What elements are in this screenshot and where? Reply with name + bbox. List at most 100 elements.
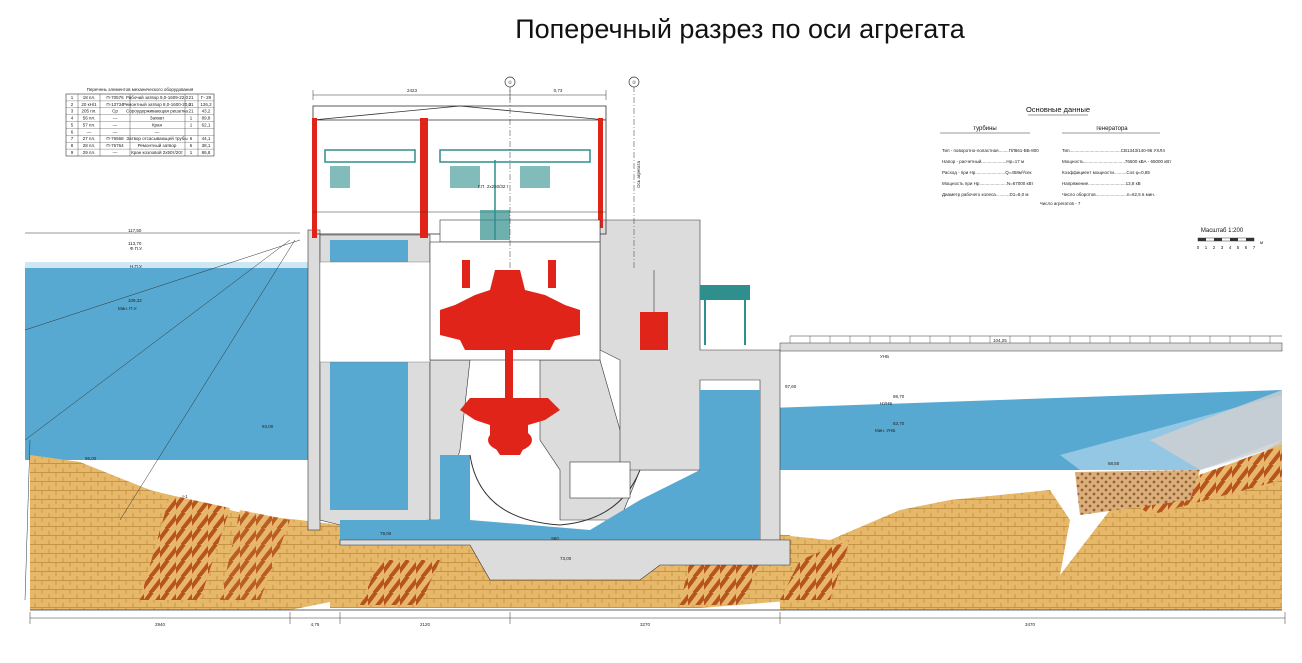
table-cell: 89,8 — [202, 116, 211, 121]
table-cell: 18 пл. — [83, 95, 96, 100]
elevation-mark: 104,25 — [993, 338, 1007, 343]
water-level-labels: Ф.П.У. Н.П.У. Мин. П.У. УНБ НУНБ Мин. УН… — [118, 161, 895, 433]
dimension-value: 3470 — [1025, 622, 1036, 627]
generator-spec-row: Коэффициент мощности..........Cos φ=0,85 — [1062, 170, 1150, 175]
scale-tick-label: 4 — [1229, 245, 1232, 250]
table-cell: 27 пл. — [83, 136, 96, 141]
generator-heading: генератора — [1096, 126, 1128, 132]
scale-tick-label: 0 — [1197, 245, 1200, 250]
table-cell: Кран — [152, 122, 163, 127]
elevation-mark: 79,00 — [380, 531, 392, 536]
table-cell: Затвор отсасывающей трубы — [126, 135, 187, 141]
elevation-marks: 117,50 113,70 109,32 93,00 95,00 97,60 9… — [85, 228, 1120, 561]
table-cell: 1 — [190, 150, 193, 155]
table-cell: 205 пл. — [81, 109, 96, 114]
table-cell: 44,1 — [202, 136, 211, 141]
draft-tube — [469, 454, 641, 526]
elevation-mark: 95,00 — [85, 456, 97, 461]
table-cell: 6 — [190, 143, 193, 148]
table-cell: 6 — [71, 129, 74, 134]
table-cell: 20 кН/1 — [81, 102, 97, 107]
elevation-mark: 73,00 — [560, 556, 572, 561]
scale-tick-label: 3 — [1221, 245, 1224, 250]
table-cell: П-70576 — [106, 95, 124, 100]
table-cell: 21 — [188, 102, 194, 107]
label-upstream-flood: Ф.П.У. — [130, 246, 143, 251]
dimension-value: 3270 — [640, 622, 651, 627]
tailrace-deck — [779, 335, 1283, 352]
table-cell: 28 пл. — [83, 143, 96, 148]
axis-label-1: ① — [508, 80, 513, 85]
elevation-mark: 93,00 — [262, 424, 274, 429]
table-cell: Захват — [150, 116, 164, 121]
turbine-spec-row: Мощность при Нр......................N=6… — [942, 181, 1033, 186]
upstream-water — [25, 262, 308, 460]
table-cell: 5 — [71, 122, 74, 127]
table-cell: Г- 29 — [201, 95, 212, 100]
dimension-value: 960 — [551, 536, 559, 541]
main-data-heading: Основные данные — [1026, 105, 1090, 114]
table-cell: Ср — [112, 109, 118, 114]
table-cell: 21 — [188, 95, 194, 100]
table-cell: 1 — [190, 116, 193, 121]
elevation-mark: 83,70 — [893, 421, 905, 426]
table-cell: 38,1 — [202, 143, 211, 148]
dimension-value: 2940 — [155, 622, 166, 627]
table-cell: 62,1 — [202, 122, 211, 127]
table-cell: 2 — [71, 102, 74, 107]
axis-label-2: ② — [632, 80, 637, 85]
elevation-mark: 98,70 — [893, 394, 905, 399]
label-axis-unit: Ось агрегата — [636, 161, 641, 188]
generator-spec-row: Тип.....................................… — [1062, 148, 1165, 153]
page-title: Поперечный разрез по оси агрегата — [515, 14, 965, 44]
table-cell: 56 пл. — [83, 116, 96, 121]
dimension-value: 0,73 — [554, 88, 563, 93]
generator-spec-row: Напряжение..............................… — [1062, 181, 1141, 186]
label-downstream-min: Мин. УНБ — [875, 428, 895, 433]
label-crane: Г.П. 2х250/32 т — [478, 184, 509, 189]
generator-spec-row: Число оборотов.........................n… — [1062, 192, 1155, 197]
elevation-mark: 97,60 — [785, 384, 797, 389]
dimension-values: 2423 0,73 2940 2120 3270 3470 4,75 960 I… — [155, 88, 1036, 627]
scale-tick-label: 5 — [1237, 245, 1240, 250]
turbine-spec-row: Расход - при Нр........................Q… — [942, 170, 1032, 175]
turbine-spec-row: Диаметр рабочего колеса...........D1=8,0… — [942, 192, 1029, 197]
generator-turbine-unit[interactable] — [440, 260, 668, 455]
table-cell: 6 — [190, 136, 193, 141]
overhead-crane — [324, 149, 750, 345]
table-cell: 57 пл. — [83, 122, 96, 127]
elevation-mark: 109,32 — [128, 298, 142, 303]
equipment-table: Перечень элементов механического оборудо… — [65, 87, 215, 157]
table-cell: 4 — [71, 116, 74, 121]
table-cell: Ремонтный затвор — [138, 142, 177, 148]
elevation-mark: 117,50 — [128, 228, 142, 233]
dimension-value: 4,75 — [311, 622, 320, 627]
upstream-guide-lines — [24, 232, 301, 601]
table-cell: 3 — [71, 109, 74, 114]
table-cell: Сороудерживающая решетка — [126, 109, 188, 114]
table-cell: — — [87, 129, 92, 134]
table-cell: — — [113, 116, 118, 121]
table-cell: 1 — [190, 122, 193, 127]
table-cell: Ремонтный затвор 8,0-1600-20,0 — [123, 101, 192, 107]
table-cell: — — [113, 150, 118, 155]
table-cell: 43,2 — [202, 109, 211, 114]
label-upstream-normal: Н.П.У. — [130, 264, 143, 269]
equipment-table-caption: Перечень элементов механического оборудо… — [87, 87, 194, 92]
dimension-value: 2120 — [420, 622, 431, 627]
elevation-mark: 113,70 — [128, 241, 142, 246]
elevation-mark: 68,50 — [1108, 461, 1120, 466]
scale-tick-label: 6 — [1245, 245, 1248, 250]
turbine-spec-row: Тип - поворотно-лопастная........ПЛ661-В… — [942, 148, 1039, 153]
scale-tick-label: 7 — [1253, 245, 1256, 250]
table-cell: П-76568 — [106, 136, 124, 141]
table-cell: — — [113, 122, 118, 127]
table-cell: — — [155, 129, 160, 134]
label-downstream-normal: НУНБ — [880, 401, 892, 406]
scale-tick-label: 1 — [1205, 245, 1208, 250]
table-cell: 21 — [188, 109, 194, 114]
table-cell: 7 — [71, 136, 74, 141]
scale-tick-label: 2 — [1213, 245, 1216, 250]
